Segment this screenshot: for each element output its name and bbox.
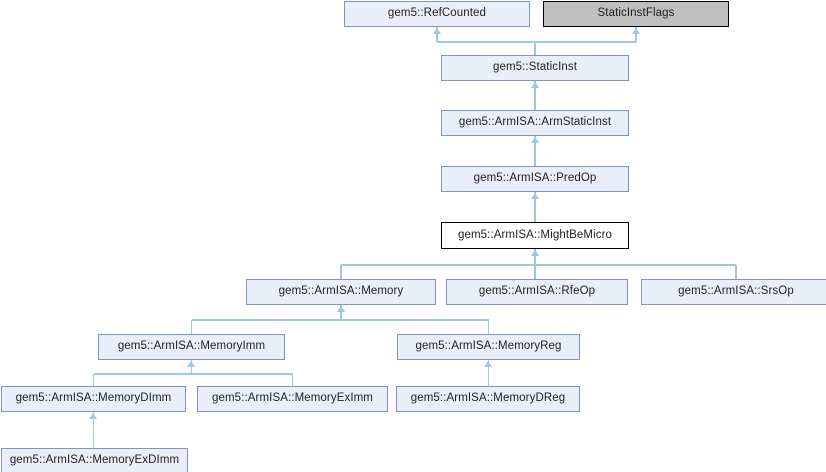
edge-memoryreg-to-memory-arrowhead [336, 306, 345, 312]
edge-memoryimm-to-memory-v [190, 320, 193, 334]
edge-memorydimm-to-memoryimm-h [93, 373, 192, 375]
class-node-armstaticinst[interactable]: gem5::ArmISA::ArmStaticInst [441, 110, 629, 136]
class-node-label: gem5::ArmISA::RfeOp [478, 285, 596, 298]
class-node-memoryimm[interactable]: gem5::ArmISA::MemoryImm [98, 334, 285, 360]
class-node-label: gem5::ArmISA::MightBeMicro [457, 228, 613, 241]
class-node-mightbemicro[interactable]: gem5::ArmISA::MightBeMicro [441, 222, 629, 249]
edge-memoryreg-to-memory [340, 305, 342, 320]
class-node-label: gem5::ArmISA::MemoryDImm [15, 392, 172, 405]
edge-armstaticinst-to-staticinst [534, 81, 536, 110]
edge-mightbemicro-to-predop-arrowhead [530, 193, 539, 199]
class-node-memoryexdimm[interactable]: gem5::ArmISA::MemoryExDImm [1, 448, 188, 472]
edge-srsop-to-mightbemicro-v [735, 265, 737, 279]
class-node-srsop[interactable]: gem5::ArmISA::SrsOp [641, 279, 826, 305]
edge-staticinst-to-staticinstflags [635, 27, 637, 42]
edge-memoryeximm-to-memoryimm [190, 360, 193, 374]
edge-srsop-to-mightbemicro-h [535, 264, 736, 266]
class-node-label: gem5::ArmISA::MemoryExDImm [9, 454, 180, 467]
edge-memoryexdimm-to-memorydimm [92, 412, 95, 448]
edge-staticinst-to-refcounted-arrowhead [432, 28, 441, 34]
edge-memory-to-mightbemicro-h [341, 264, 535, 266]
edge-memorydreg-to-memoryreg-arrowhead [484, 361, 492, 367]
edge-armstaticinst-to-staticinst-arrowhead [530, 82, 539, 88]
class-node-rfeop[interactable]: gem5::ArmISA::RfeOp [446, 279, 628, 305]
class-node-staticinstflags[interactable]: StaticInstFlags [543, 1, 729, 27]
edge-memorydreg-to-memoryreg [487, 360, 490, 386]
edge-staticinst-to-staticinstflags-arrowhead [631, 28, 640, 34]
class-node-label: gem5::ArmISA::MemoryImm [117, 340, 266, 353]
class-node-refcounted[interactable]: gem5::RefCounted [344, 1, 530, 27]
class-node-memory[interactable]: gem5::ArmISA::Memory [246, 279, 436, 305]
class-node-label: gem5::ArmISA::PredOp [473, 172, 597, 185]
class-node-memorydreg[interactable]: gem5::ArmISA::MemoryDReg [396, 386, 580, 412]
edge-memory-to-mightbemicro-v [340, 265, 342, 279]
class-node-label: gem5::StaticInst [492, 61, 578, 74]
edge-staticinst-to-staticinstflags-h [535, 41, 636, 43]
class-node-staticinst[interactable]: gem5::StaticInst [441, 55, 629, 81]
edge-memoryexdimm-to-memorydimm-arrowhead [89, 413, 97, 419]
edge-memoryeximm-to-memoryimm-arrowhead [187, 361, 195, 367]
edge-memoryeximm-to-memoryimm-h [191, 373, 293, 375]
class-node-memorydimm[interactable]: gem5::ArmISA::MemoryDImm [1, 386, 186, 412]
edge-staticinst-to-staticinstflags-v [534, 42, 536, 55]
edge-memoryreg-to-memory-h [341, 319, 489, 321]
class-node-memoryeximm[interactable]: gem5::ArmISA::MemoryExImm [197, 386, 388, 412]
class-node-label: gem5::ArmISA::MemoryExImm [212, 392, 373, 405]
class-node-memoryreg[interactable]: gem5::ArmISA::MemoryReg [397, 334, 580, 360]
class-node-label: gem5::ArmISA::MemoryDReg [410, 392, 566, 405]
class-node-label: gem5::ArmISA::Memory [278, 285, 404, 298]
edge-mightbemicro-to-predop [534, 192, 536, 222]
edge-srsop-to-mightbemicro [534, 249, 536, 265]
edge-memorydimm-to-memoryimm-v [92, 374, 95, 386]
edge-memoryeximm-to-memoryimm-v [291, 374, 294, 386]
class-node-predop[interactable]: gem5::ArmISA::PredOp [441, 166, 629, 192]
edge-predop-to-armstaticinst [534, 136, 536, 166]
class-node-label: StaticInstFlags [597, 7, 675, 20]
class-node-label: gem5::RefCounted [387, 7, 487, 20]
edge-memoryimm-to-memory-h [191, 319, 341, 321]
edge-staticinst-to-refcounted-h [437, 41, 535, 43]
edge-memoryreg-to-memory-v [487, 320, 490, 334]
class-node-label: gem5::ArmISA::ArmStaticInst [458, 116, 612, 129]
edge-predop-to-armstaticinst-arrowhead [530, 137, 539, 143]
edge-srsop-to-mightbemicro-arrowhead [530, 250, 539, 256]
class-node-label: gem5::ArmISA::SrsOp [678, 285, 794, 298]
class-node-label: gem5::ArmISA::MemoryReg [415, 340, 562, 353]
edge-staticinst-to-refcounted [436, 27, 438, 42]
